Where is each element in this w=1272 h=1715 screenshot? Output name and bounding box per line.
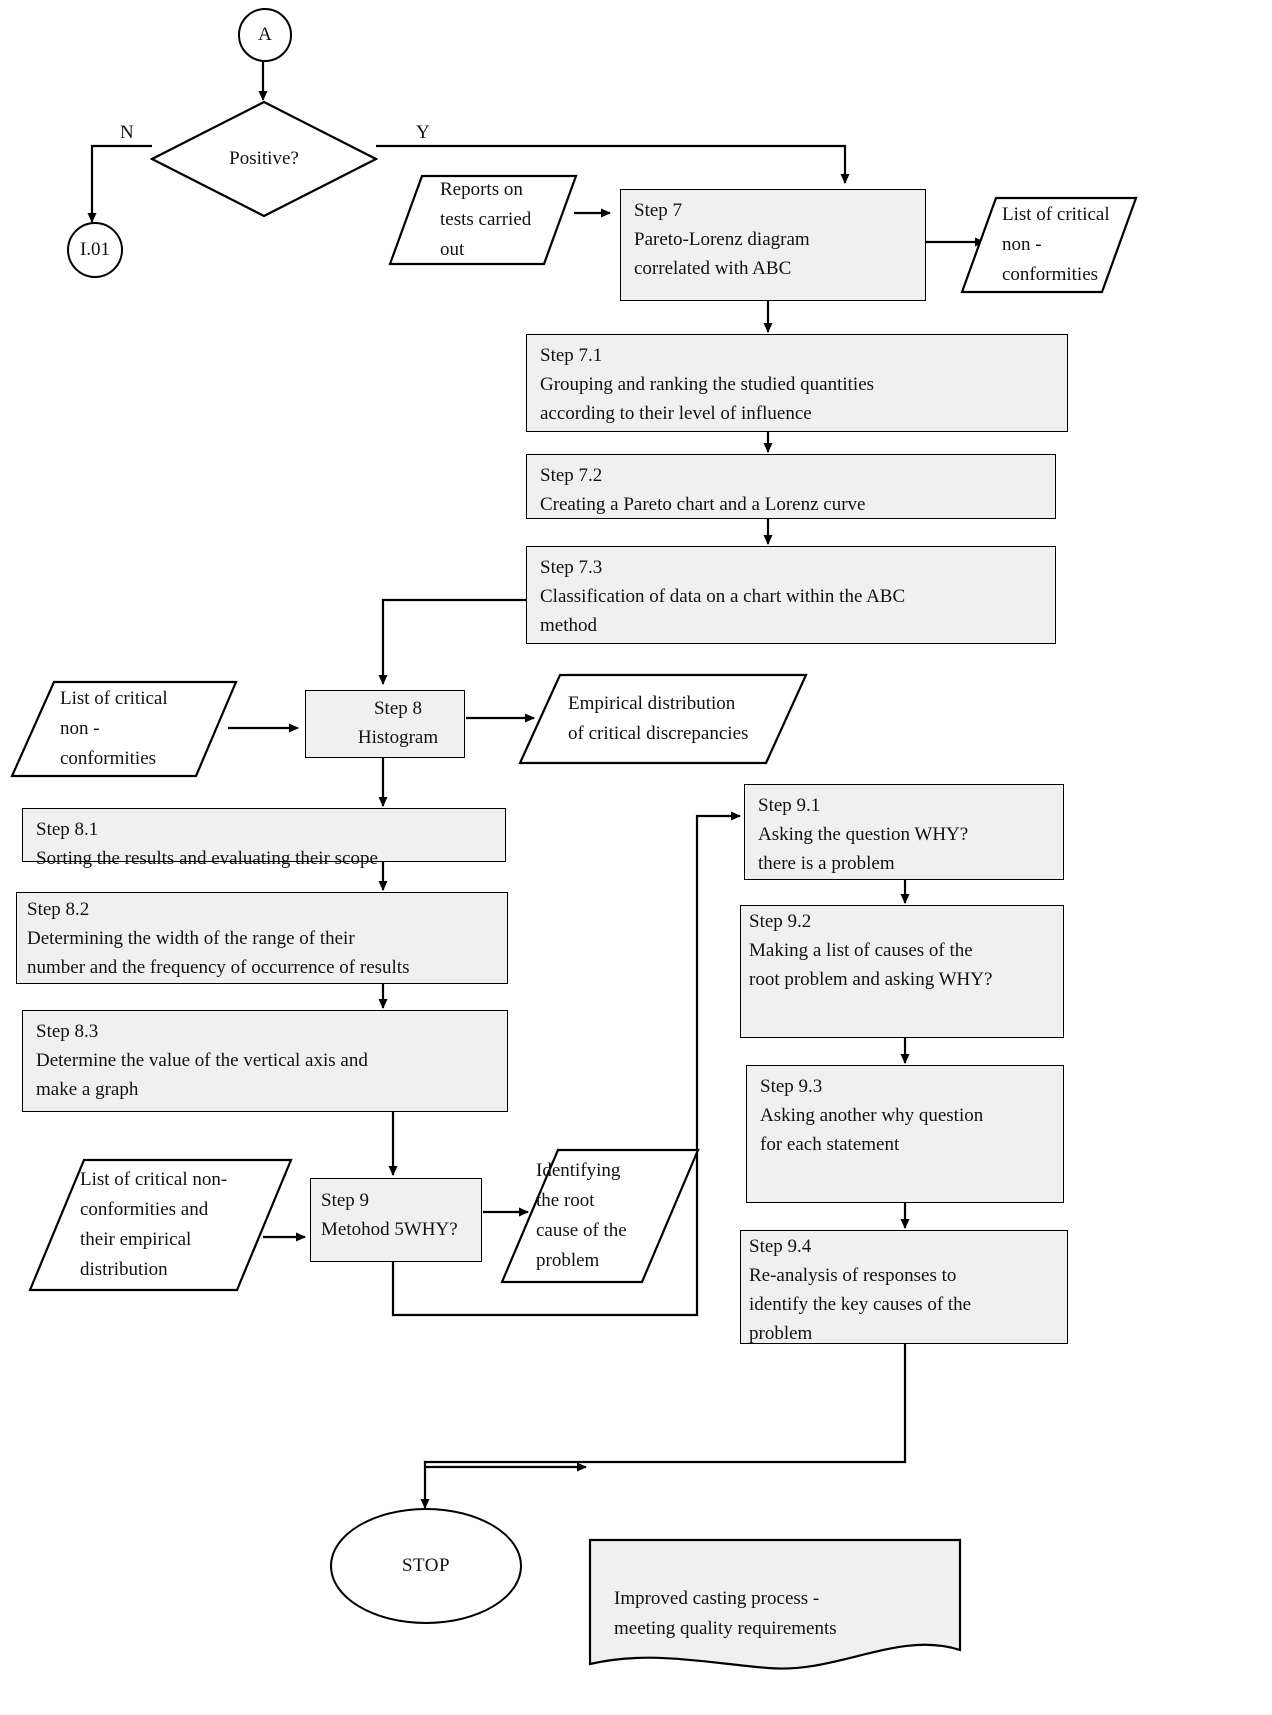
step9-line1: Step 9 bbox=[321, 1190, 370, 1211]
process-step-9-3: Step 9.3 Asking another why question for… bbox=[746, 1065, 1064, 1203]
connector-entry-label: A bbox=[258, 24, 272, 45]
step9-1-line1: Step 9.1 bbox=[758, 795, 821, 816]
io-list2-line3: conformities bbox=[60, 748, 157, 769]
step7-2-line2: Creating a Pareto chart and a Lorenz cur… bbox=[540, 493, 866, 515]
process-step-7-3: Step 7.3 Classification of data on a cha… bbox=[526, 546, 1056, 644]
io-list3-line1: List of critical non- bbox=[80, 1168, 228, 1190]
step7-1-line2: Grouping and ranking the studied quantit… bbox=[540, 373, 875, 395]
io-list1-line3: conformities bbox=[1002, 264, 1099, 285]
decision-no-label: N bbox=[120, 122, 134, 143]
step9-1-line3: there is a problem bbox=[758, 852, 895, 874]
step7-3-line1: Step 7.3 bbox=[540, 557, 603, 578]
step8-line1: Step 8 bbox=[373, 698, 423, 720]
terminator-stop: STOP bbox=[330, 1508, 522, 1624]
io-list2-line2: non - bbox=[60, 717, 100, 739]
step9-4-line4: problem bbox=[749, 1322, 813, 1344]
process-step-9-2: Step 9.2 Making a list of causes of the … bbox=[740, 905, 1064, 1038]
io-identifying-root-cause: Identifying the root cause of the proble… bbox=[500, 1148, 700, 1284]
step9-2-line1: Step 9.2 bbox=[749, 911, 812, 932]
step7-line2: Pareto-Lorenz diagram bbox=[634, 228, 810, 250]
step7-3-line3: method bbox=[540, 614, 597, 636]
process-step-7-2: Step 7.2 Creating a Pareto chart and a L… bbox=[526, 454, 1056, 519]
doc-improved-line1: Improved casting process - bbox=[614, 1588, 820, 1609]
step7-3-line2: Classification of data on a chart within… bbox=[540, 585, 906, 607]
process-step-9: Step 9 Metohod 5WHY? bbox=[310, 1178, 482, 1262]
io-identifying-line2: the root bbox=[536, 1189, 595, 1211]
io-list1-line2: non - bbox=[1002, 233, 1042, 255]
io-empirical-line2: of critical discrepancies bbox=[568, 723, 749, 744]
io-reports-line3: out bbox=[440, 239, 465, 260]
step8-3-line1: Step 8.3 bbox=[36, 1021, 99, 1042]
step9-4-line1: Step 9.4 bbox=[749, 1236, 812, 1257]
terminator-stop-label: STOP bbox=[401, 1555, 451, 1576]
step7-line3: correlated with ABC bbox=[634, 257, 792, 279]
process-step-7-1: Step 7.1 Grouping and ranking the studie… bbox=[526, 334, 1068, 432]
io-empirical-distribution: Empirical distribution of critical discr… bbox=[518, 673, 808, 765]
step9-3-line2: Asking another why question bbox=[760, 1104, 984, 1126]
step9-2-line3: root problem and asking WHY? bbox=[749, 968, 993, 990]
step7-1-line1: Step 7.1 bbox=[540, 345, 603, 366]
io-identifying-line1: Identifying bbox=[536, 1159, 621, 1181]
document-improved-casting-process: Improved casting process - meeting quali… bbox=[588, 1538, 962, 1672]
io-empirical-line1: Empirical distribution bbox=[568, 692, 736, 714]
process-step-8-3: Step 8.3 Determine the value of the vert… bbox=[22, 1010, 508, 1112]
step8-2-line2: Determining the width of the range of th… bbox=[27, 927, 355, 949]
io-list2-line1: List of critical bbox=[60, 687, 168, 709]
io-list-critical-nonconformities-2: List of critical non - conformities bbox=[10, 680, 238, 778]
step7-line1: Step 7 bbox=[634, 200, 683, 221]
decision-label: Positive? bbox=[229, 148, 299, 169]
step9-3-line3: for each statement bbox=[760, 1133, 900, 1155]
step9-1-line2: Asking the question WHY? bbox=[758, 823, 969, 845]
step8-3-line2: Determine the value of the vertical axis… bbox=[36, 1049, 368, 1071]
step8-1-line1: Step 8.1 bbox=[36, 819, 99, 840]
decision-yes-label: Y bbox=[416, 122, 430, 143]
step9-line2: Metohod 5WHY? bbox=[321, 1218, 458, 1240]
io-identifying-line3: cause of the bbox=[536, 1220, 627, 1241]
io-list3-line3: their empirical bbox=[80, 1229, 192, 1250]
process-step-8-1: Step 8.1 Sorting the results and evaluat… bbox=[22, 808, 506, 869]
process-step-7: Step 7 Pareto-Lorenz diagram correlated … bbox=[620, 189, 926, 301]
step8-3-line3: make a graph bbox=[36, 1078, 139, 1100]
io-identifying-line4: problem bbox=[536, 1250, 600, 1272]
step8-1-line2: Sorting the results and evaluating their… bbox=[36, 847, 378, 869]
step9-4-line3: identify the key causes of the bbox=[749, 1293, 972, 1315]
step8-2-line3: number and the frequency of occurrence o… bbox=[27, 956, 410, 978]
step7-1-line3: according to their level of influence bbox=[540, 402, 812, 424]
step9-4-line2: Re-analysis of responses to bbox=[749, 1264, 957, 1286]
io-list-critical-nonconformities-3: List of critical non- conformities and t… bbox=[28, 1158, 293, 1292]
connector-exit-label: I.01 bbox=[79, 239, 111, 260]
process-step-9-4: Step 9.4 Re-analysis of responses to ide… bbox=[740, 1230, 1068, 1344]
step9-2-line2: Making a list of causes of the bbox=[749, 939, 973, 961]
step7-2-line1: Step 7.2 bbox=[540, 465, 603, 486]
step8-2-line1: Step 8.2 bbox=[27, 899, 90, 920]
doc-improved-line2: meeting quality requirements bbox=[614, 1618, 837, 1640]
io-reports-line1: Reports on bbox=[440, 178, 523, 200]
connector-entry-a: A bbox=[238, 8, 292, 62]
step8-line2: Histogram bbox=[357, 727, 439, 748]
process-step-8: Step 8 Histogram bbox=[305, 690, 465, 758]
process-step-8-2: Step 8.2 Determining the width of the ra… bbox=[16, 892, 508, 984]
io-list3-line4: distribution bbox=[80, 1259, 168, 1281]
io-list-critical-nonconformities-1: List of critical non - conformities bbox=[960, 196, 1138, 294]
io-list1-line1: List of critical bbox=[1002, 203, 1110, 225]
decision-positive[interactable]: Positive? bbox=[150, 100, 378, 218]
io-reports-on-tests: Reports on tests carried out bbox=[388, 174, 578, 266]
process-step-9-1: Step 9.1 Asking the question WHY? there … bbox=[744, 784, 1064, 880]
connector-exit-i01: I.01 bbox=[67, 222, 123, 278]
io-list3-line2: conformities and bbox=[80, 1198, 209, 1220]
step9-3-line1: Step 9.3 bbox=[760, 1076, 823, 1097]
io-reports-line2: tests carried bbox=[440, 208, 532, 230]
